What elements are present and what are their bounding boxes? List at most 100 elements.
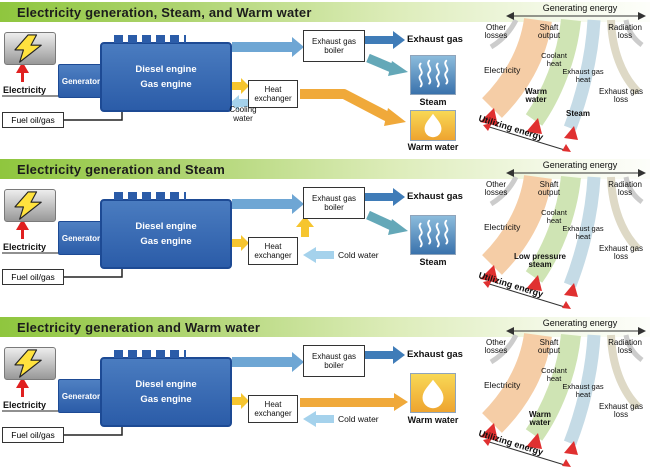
heat-exchanger-box: Heat exchanger	[248, 237, 298, 265]
engine-label-2: Gas engine	[140, 394, 192, 405]
section-header: Electricity generation, Steam, and Warm …	[0, 2, 650, 22]
water-drop-icon	[422, 379, 444, 409]
engine-label-2: Gas engine	[140, 79, 192, 90]
heat-exchanger-box: Heat exchanger	[248, 395, 298, 423]
engine-to-boiler-arrow	[232, 37, 304, 57]
exhaust-gas-boiler-box: Exhaust gas boiler	[303, 30, 365, 62]
exhaust-gas-boiler-box: Exhaust gas boiler	[303, 187, 365, 219]
electricity-band	[481, 17, 552, 118]
utilizing-bracket	[485, 125, 569, 152]
engine-to-heat-exchanger-arrow	[232, 78, 249, 94]
boiler-to-steam-arrow	[366, 53, 408, 76]
exhaust-gas-heat-label: Exhaust gas heat	[562, 67, 604, 84]
engine-box: Diesel engine Gas engine	[100, 350, 232, 427]
shaft-output-label: Shaft output	[537, 338, 561, 356]
stream-warm-water-label: Warm water	[529, 410, 551, 428]
sankey-flow-bands	[480, 169, 646, 309]
cooling-return-arrow	[230, 95, 248, 111]
generating-energy-label: Generating energy	[542, 3, 618, 13]
steam-icon	[418, 219, 449, 248]
red-tip-stream-b	[564, 441, 578, 455]
section-title: Electricity generation and Steam	[17, 161, 225, 177]
warm-water-image	[410, 110, 456, 141]
radiation-loss-line	[623, 176, 644, 204]
stream-low-pressure-steam-label: Low pressure steam	[513, 252, 566, 270]
lightning-icon	[4, 189, 56, 222]
exhaust-heat-band	[563, 334, 601, 446]
coolant-heat-label: Coolant heat	[541, 366, 567, 383]
heat-exchanger-to-warm-water-arrow	[300, 393, 408, 411]
shaft-output-label: Shaft output	[537, 23, 561, 41]
cold-water-arrow	[303, 247, 334, 263]
boiler-to-steam-arrow	[366, 210, 408, 235]
exhaust-loss-band	[607, 334, 641, 410]
fuel-box: Fuel oil/gas	[2, 269, 64, 285]
engine-to-boiler-arrow	[232, 194, 304, 214]
red-tip-stream-b	[564, 283, 578, 297]
red-tip-stream-a	[526, 118, 542, 134]
sankey-flow-bands	[480, 327, 646, 467]
steam-label: Steam	[419, 257, 447, 267]
engine-to-boiler-arrow	[232, 352, 304, 372]
utilizing-bracket	[485, 282, 569, 309]
engine-label-1: Diesel engine	[135, 221, 197, 232]
exhaust-gas-loss-label: Exhaust gas loss	[598, 402, 644, 420]
electricity-band	[481, 174, 552, 275]
energy-flow-diagram: Generating energy Other losses Shaft out…	[477, 160, 648, 311]
boiler-to-exhaust-arrow	[365, 188, 405, 206]
red-tip-electricity	[480, 108, 498, 126]
red-tip-stream-a	[526, 433, 542, 449]
exhaust-gas-label: Exhaust gas	[407, 191, 463, 202]
stream-steam-label: Steam	[565, 109, 590, 118]
red-tip-electricity	[480, 423, 498, 441]
red-tip-stream-b	[564, 126, 578, 140]
exhaust-loss-band	[607, 19, 641, 95]
heat-exchanger-to-boiler-arrow	[296, 216, 314, 237]
electricity-band	[481, 332, 552, 433]
boiler-to-exhaust-arrow	[365, 346, 405, 364]
flow-arrows	[2, 188, 408, 278]
cold-water-label: Cold water	[338, 250, 379, 260]
other-losses-line	[489, 175, 519, 207]
engine-to-heat-exchanger-arrow	[232, 235, 249, 251]
boiler-to-exhaust-arrow	[365, 31, 405, 49]
cold-water-arrow	[303, 411, 334, 427]
other-losses-line	[489, 18, 519, 50]
radiation-loss-label: Radiation loss	[608, 338, 642, 356]
sankey-flow-bands	[480, 12, 646, 152]
exhaust-gas-label: Exhaust gas	[407, 34, 463, 45]
sankey-electricity-label: Electricity	[484, 222, 521, 232]
heat-exchanger-box: Heat exchanger	[248, 80, 298, 108]
steam-icon	[418, 59, 449, 88]
exhaust-loss-band	[607, 176, 641, 252]
generating-energy-label: Generating energy	[542, 160, 618, 170]
lightning-icon	[4, 32, 56, 65]
section-title: Electricity generation and Warm water	[17, 319, 261, 335]
stream-warm-water-label: Warm water	[525, 87, 547, 105]
coolant-heat-label: Coolant heat	[541, 51, 567, 68]
red-tip-stream-a	[526, 275, 542, 291]
exhaust-gas-label: Exhaust gas	[407, 349, 463, 360]
section-header: Electricity generation and Warm water	[0, 317, 650, 337]
electricity-up-arrow	[16, 62, 29, 82]
electricity-label: Electricity	[3, 85, 47, 95]
section-electricity-steam: Electricity generation and Steam Electri…	[0, 157, 650, 315]
generator-box: Generator	[58, 379, 104, 413]
electricity-label: Electricity	[3, 242, 47, 252]
coolant-heat-band	[525, 333, 581, 441]
generator-box: Generator	[58, 64, 104, 98]
exhaust-gas-heat-label: Exhaust gas heat	[562, 382, 604, 399]
electricity-label: Electricity	[3, 400, 47, 410]
warm-water-label: Warm water	[407, 415, 459, 425]
section-electricity-warm-water: Electricity generation and Warm water El…	[0, 315, 650, 473]
steam-image	[410, 55, 456, 95]
flow-arrows	[2, 31, 408, 126]
exhaust-heat-band	[563, 19, 601, 131]
other-losses-label: Other losses	[484, 180, 508, 198]
energy-flow-diagram: Generating energy Other losses Shaft out…	[477, 3, 648, 154]
coolant-heat-band	[525, 175, 581, 283]
fuel-box: Fuel oil/gas	[2, 427, 64, 443]
heat-exchanger-to-warm-water-arrow	[300, 89, 406, 126]
section-title: Electricity generation, Steam, and Warm …	[17, 4, 312, 20]
